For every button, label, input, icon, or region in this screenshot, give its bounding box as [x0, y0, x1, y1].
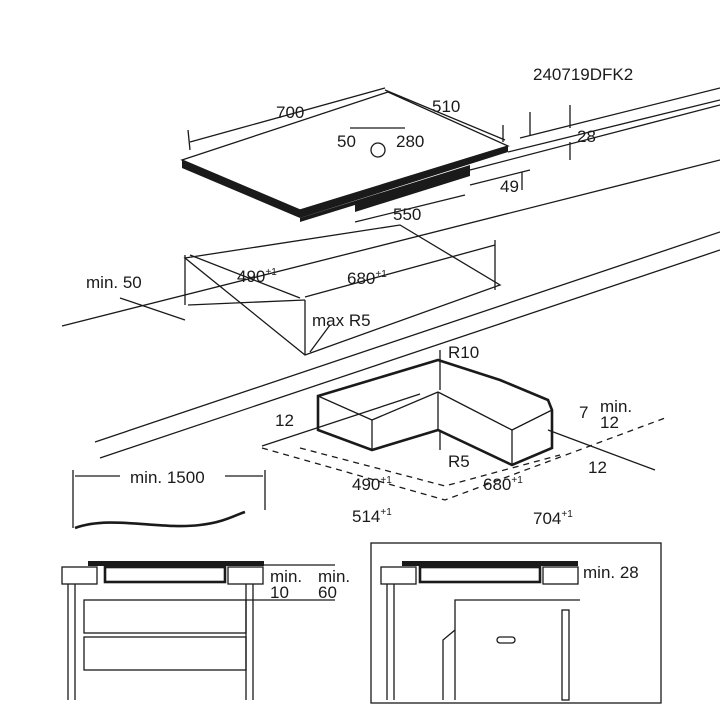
cutout-min-edge: min. 50: [86, 273, 142, 292]
conn-offset-b: 280: [396, 132, 424, 151]
cable: [74, 510, 246, 530]
countertop-cutout: min. 50 490+1 680+1 max R5: [61, 159, 720, 459]
frame-drawing: R10 R5 12 min. 12 7 12 490+1 680+1 514+1…: [261, 343, 666, 528]
hob-height: 28: [577, 127, 596, 146]
section-left: min. 10 min. 60: [61, 561, 350, 700]
cable-drawing: min. 1500: [72, 468, 266, 530]
frame-inner-depth: 490+1: [352, 475, 392, 494]
power-connection-icon: [370, 142, 386, 158]
frame-radius-outer: R10: [448, 343, 479, 362]
model-code: 240719DFK2: [533, 65, 633, 84]
frame-outer-width: 704+1: [533, 509, 573, 528]
under-width: 550: [393, 205, 421, 224]
hob-depth: 510: [432, 97, 460, 116]
hob-edge: [182, 146, 508, 218]
min-28-label: min. 28: [583, 563, 639, 582]
hob-underside: [300, 165, 470, 222]
cutout-depth: 490+1: [237, 267, 277, 286]
hob-width: 700: [276, 103, 304, 122]
frame-right-12: 12: [588, 458, 607, 477]
section-right: min. 28: [370, 542, 662, 704]
hob-drawing: 700 510 28 50 280 49 550: [180, 87, 720, 224]
frame-min-label: min.: [600, 397, 632, 416]
min-10-value: 10: [270, 583, 289, 602]
frame-outline: [316, 358, 554, 467]
min-60-label: min.: [318, 567, 350, 586]
frame-outer-depth: 514+1: [352, 507, 392, 526]
cutout-radius: max R5: [312, 311, 371, 330]
frame-inner-width: 680+1: [483, 475, 523, 494]
min-10-label: min.: [270, 567, 302, 586]
cutout: [183, 224, 502, 356]
min-60-value: 60: [318, 583, 337, 602]
conn-offset-a: 50: [337, 132, 356, 151]
cable-length: min. 1500: [130, 468, 205, 487]
frame-outer-dims: [261, 417, 666, 501]
cutout-width: 680+1: [347, 269, 387, 288]
frame-side-12: 12: [275, 411, 294, 430]
frame-radius-inner: R5: [448, 452, 470, 471]
frame-step: 7: [579, 403, 588, 422]
under-height: 49: [500, 177, 519, 196]
frame-min-value: 12: [600, 413, 619, 432]
